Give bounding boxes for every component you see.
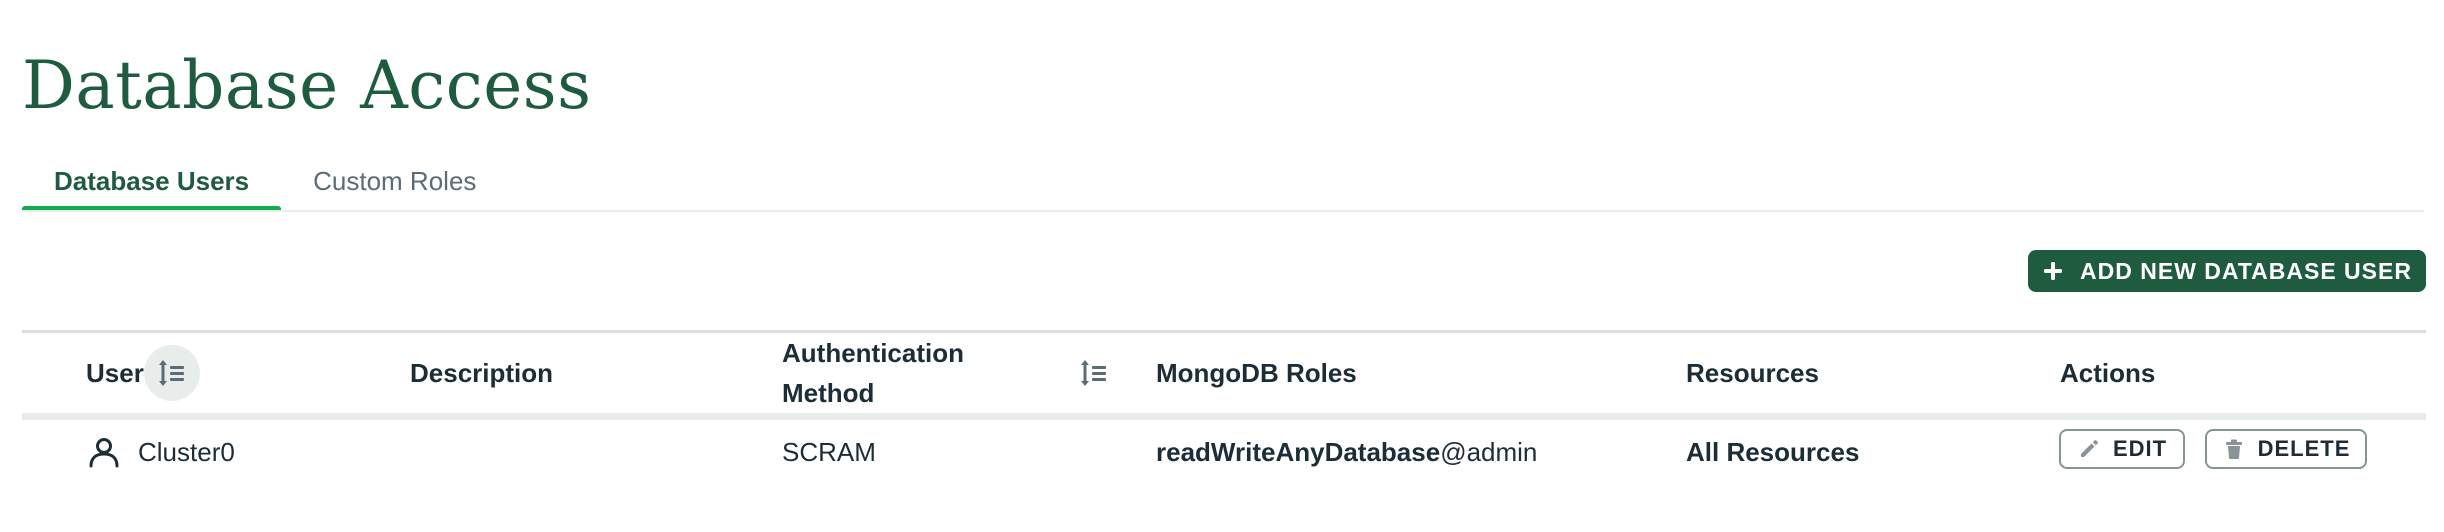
header-authentication-method: Authentication Method xyxy=(782,333,1002,413)
edit-label: EDIT xyxy=(2112,436,2168,461)
tab-custom-roles[interactable]: Custom Roles xyxy=(313,165,477,196)
header-description: Description xyxy=(410,357,554,388)
sort-icon xyxy=(1081,360,1106,386)
edit-button[interactable]: EDIT xyxy=(2059,429,2185,469)
trash-icon xyxy=(2225,439,2242,459)
role-name: readWriteAnyDatabase xyxy=(1156,436,1441,467)
table-top-border xyxy=(22,330,2426,333)
header-user: User xyxy=(86,357,144,388)
cell-user: Cluster0 xyxy=(86,420,235,484)
page-title: Database Access xyxy=(22,47,592,125)
cell-resources: All Resources xyxy=(1686,436,1860,467)
header-actions: Actions xyxy=(2060,357,2156,388)
table-row: Cluster0 SCRAM readWriteAnyDatabase@admi… xyxy=(22,420,2426,484)
cell-auth-method: SCRAM xyxy=(782,436,876,467)
tabs-divider xyxy=(22,210,2424,212)
header-auth-line1: Authentication xyxy=(782,338,964,368)
auth-method-sort-button[interactable] xyxy=(1074,353,1114,393)
plus-icon xyxy=(2044,262,2063,280)
add-new-database-user-label: ADD NEW DATABASE USER xyxy=(2080,257,2412,284)
sort-icon xyxy=(159,360,184,386)
user-sort-button[interactable] xyxy=(144,345,200,401)
header-mongodb-roles: MongoDB Roles xyxy=(1156,357,1357,388)
header-resources: Resources xyxy=(1686,357,1819,388)
tab-database-users[interactable]: Database Users xyxy=(22,150,282,212)
delete-button[interactable]: DELETE xyxy=(2205,429,2367,469)
table-header-row: User Description Authentication Method M… xyxy=(22,333,2426,413)
user-name: Cluster0 xyxy=(138,436,235,467)
header-auth-line2: Method xyxy=(782,378,875,408)
add-new-database-user-button[interactable]: ADD NEW DATABASE USER xyxy=(2028,250,2426,292)
pencil-icon xyxy=(2080,440,2098,457)
tab-bar: Database Users Custom Roles xyxy=(22,150,508,212)
user-icon xyxy=(89,438,119,468)
delete-label: DELETE xyxy=(2257,436,2351,461)
cell-mongodb-roles: readWriteAnyDatabase@admin xyxy=(1156,420,1537,484)
header-divider xyxy=(22,413,2426,420)
role-db: @admin xyxy=(1440,436,1538,467)
